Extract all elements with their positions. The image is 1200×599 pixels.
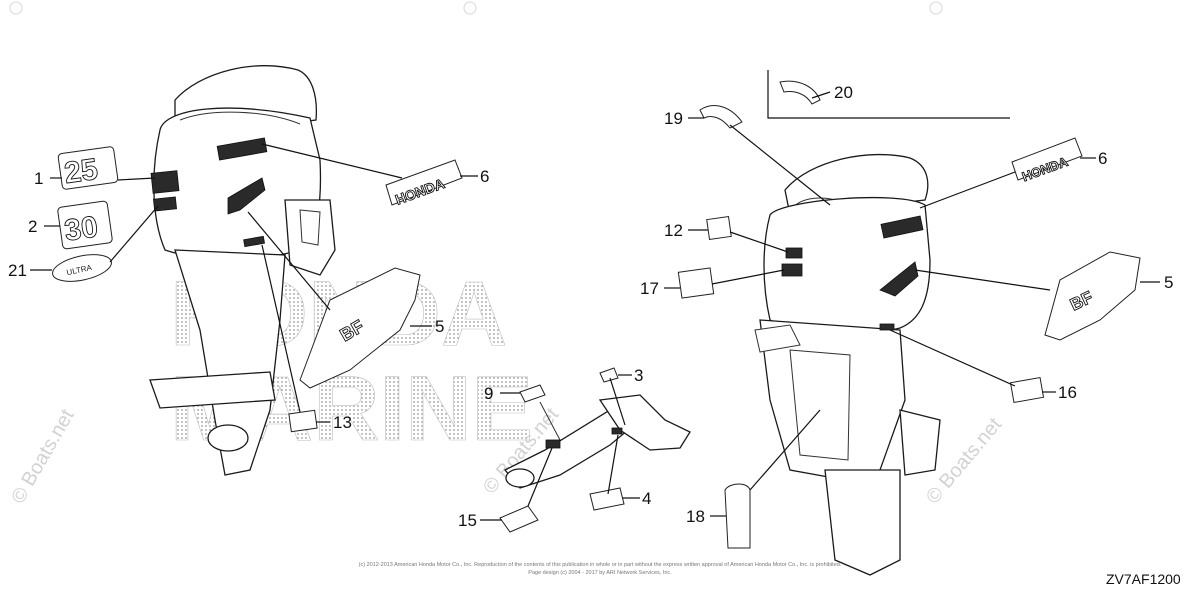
left-decal-spot-30: [152, 196, 178, 212]
right-decal-spot-17: [781, 263, 803, 277]
decal-18-sticker: [724, 483, 751, 549]
right-decal-spot-honda: [880, 215, 924, 239]
callout-9[interactable]: 9: [484, 384, 493, 403]
decal-16-sticker: [1009, 376, 1045, 404]
callout-17[interactable]: 17: [640, 279, 659, 298]
tiller-handle-assembly: [499, 367, 691, 533]
left-anti-cavitation-plate: [149, 371, 276, 409]
decal-honda-right: [1011, 137, 1083, 181]
right-decal-spot-bf: [879, 261, 919, 297]
decal-honda-left: [385, 159, 463, 206]
leader-6-left-motor: [261, 143, 403, 179]
detail-box-20: [767, 70, 1010, 119]
callout-12[interactable]: 12: [664, 221, 683, 240]
tiller-decal-spot-4: [611, 427, 623, 435]
leader-20: [811, 91, 831, 99]
decal-9-sticker: [519, 384, 546, 403]
left-decal-spot-side: [243, 235, 266, 248]
watermark-copyright-mark: [463, 1, 477, 15]
left-midsection: [174, 249, 286, 476]
leader-3-to-tiller: [609, 377, 626, 426]
callout-6-left[interactable]: 6: [480, 167, 489, 186]
callout-20[interactable]: 20: [834, 83, 853, 102]
watermark-copyright-mark: [9, 1, 23, 15]
right-lower-unit: [824, 469, 901, 576]
leader-12-to-motor: [729, 231, 789, 253]
callout-3[interactable]: 3: [634, 366, 643, 385]
leader-5-left-motor: [247, 211, 331, 311]
callout-2[interactable]: 2: [28, 217, 37, 236]
leader-15-to-tiller: [527, 447, 553, 507]
callout-19[interactable]: 19: [664, 109, 683, 128]
callout-16[interactable]: 16: [1058, 383, 1077, 402]
callout-1[interactable]: 1: [34, 169, 43, 188]
decal-30-sticker: [57, 200, 113, 250]
callout-6-right[interactable]: 6: [1098, 149, 1107, 168]
right-tilt-bracket: [899, 409, 941, 476]
decal-25-text: 25: [62, 153, 100, 190]
leader-19-to-motor: [729, 124, 831, 206]
leader-16-motor: [889, 329, 1016, 387]
footer: (c) 2012-2013 American Honda Motor Co., …: [359, 562, 1181, 587]
right-swivel-case: [789, 349, 851, 461]
leader-4-to-tiller: [607, 434, 619, 495]
decal-bf-left: [299, 267, 421, 389]
watermark-copyright-mark: [929, 1, 943, 15]
leader-13-motor: [261, 244, 301, 413]
leader-18-to-motor: [749, 409, 821, 491]
callout-5-left[interactable]: 5: [435, 317, 444, 336]
left-outboard-motor: [149, 65, 336, 476]
right-tiller-stub: [754, 324, 801, 353]
tiller-decal-spot-15: [545, 439, 561, 449]
left-gear-case-nose: [207, 424, 249, 452]
decal-3-sticker: [599, 367, 619, 383]
decal-13-sticker: [288, 409, 318, 433]
leader-6-right-motor: [919, 171, 1016, 209]
decal-bf-right: [1044, 251, 1141, 341]
left-bracket-plate: [299, 209, 321, 246]
callout-13[interactable]: 13: [333, 413, 352, 432]
decal-30-text: 30: [62, 210, 100, 247]
decal-25-sticker: [57, 146, 119, 190]
decal-17-sticker: [677, 267, 715, 299]
watermark-site-left: © Boats.net: [7, 405, 79, 507]
callout-18[interactable]: 18: [686, 507, 705, 526]
decal-20-sticker: [779, 80, 821, 105]
leader-17-to-motor: [711, 269, 785, 285]
leader-5-right-motor: [914, 269, 1051, 291]
decal-4-sticker: [589, 487, 625, 511]
left-cowl-seam: [179, 111, 301, 125]
tiller-lever: [539, 401, 561, 441]
decal-ultra-badge: [52, 254, 112, 282]
left-decal-spot-25: [150, 170, 180, 194]
decal-19-sticker: [699, 105, 743, 129]
tiller-bracket: [598, 394, 691, 451]
left-decal-parts: 25 30 ULTRA HONDA BF: [52, 146, 463, 433]
tiller-grip-end: [505, 468, 535, 488]
decal-15-sticker: [499, 505, 539, 533]
leader-lines: [30, 70, 1160, 521]
footer-copyright: (c) 2012-2013 American Honda Motor Co., …: [359, 562, 842, 568]
decal-12-sticker: [706, 216, 732, 240]
leader-21-to-motor: [109, 205, 159, 263]
right-outboard-motor: [754, 153, 941, 576]
callout-21[interactable]: 21: [8, 261, 27, 280]
left-decal-spot-bf: [227, 177, 266, 215]
footer-page-design: Page design (c) 2004 - 2017 by ARI Netwo…: [528, 570, 672, 576]
leader-1-to-motor: [117, 177, 156, 181]
right-decal-spot-16: [879, 323, 895, 331]
callout-4[interactable]: 4: [642, 489, 651, 508]
diagram-code: ZV7AF1200: [1106, 571, 1181, 587]
callout-5-right[interactable]: 5: [1164, 273, 1173, 292]
callout-numbers: 1 2 21 6 5 13 9 3 4 15 20 19 12 17 6 5 1…: [8, 83, 1173, 530]
right-decal-spot-12: [785, 247, 803, 259]
callout-15[interactable]: 15: [458, 511, 477, 530]
